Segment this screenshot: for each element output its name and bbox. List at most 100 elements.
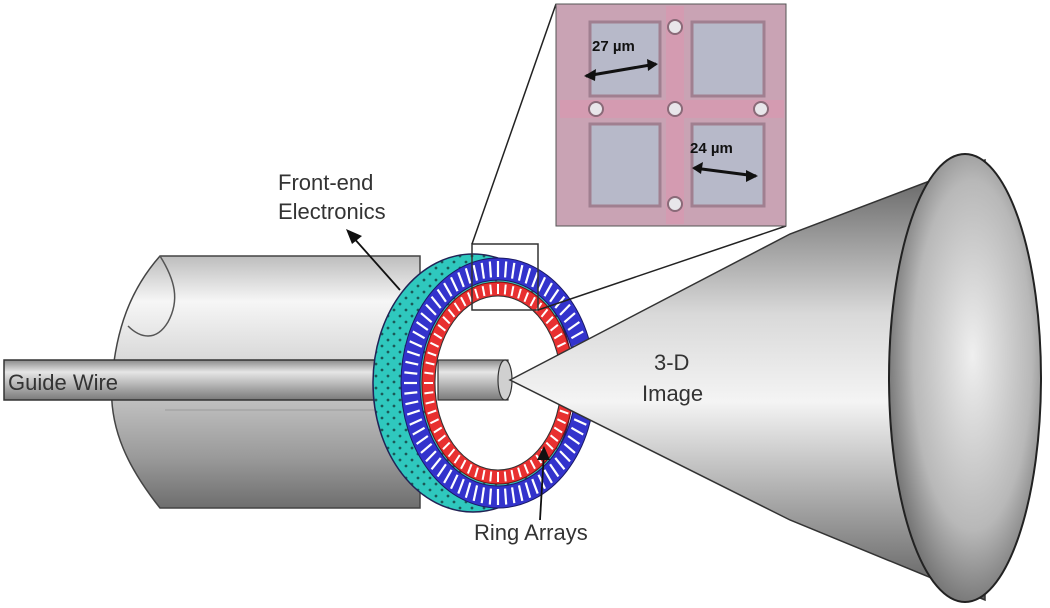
array-element	[466, 463, 473, 474]
array-element	[437, 434, 447, 442]
array-element	[457, 478, 465, 494]
array-element	[464, 268, 472, 284]
array-element	[412, 330, 426, 340]
inset-source-box	[471, 243, 539, 311]
array-element	[415, 321, 429, 331]
array-element	[433, 426, 443, 434]
array-element	[503, 261, 508, 278]
array-element	[409, 340, 423, 348]
array-element	[406, 409, 421, 416]
array-element	[450, 276, 459, 292]
array-element	[443, 282, 453, 297]
inner-ring-elements	[424, 284, 572, 482]
array-element	[540, 308, 549, 318]
array-element	[405, 400, 419, 406]
dimension-label-a: 27 µm	[592, 38, 635, 55]
array-element	[529, 459, 536, 470]
array-element	[549, 463, 560, 478]
array-element	[425, 361, 435, 366]
array-element	[523, 463, 530, 474]
array-element	[517, 264, 524, 281]
front-end-label-line1: Front-end	[278, 170, 373, 195]
array-element	[524, 482, 532, 498]
inner-ring-array	[421, 281, 575, 485]
array-element	[529, 296, 536, 307]
array-element	[543, 282, 553, 297]
dimension-arrow-b	[693, 166, 757, 178]
array-element	[430, 296, 442, 309]
array-element	[404, 371, 418, 375]
array-element	[442, 441, 451, 450]
array-element	[420, 442, 433, 454]
array-element	[489, 471, 493, 482]
array-element	[429, 341, 440, 348]
array-element	[480, 262, 486, 279]
array-element	[553, 332, 563, 340]
array-element	[567, 435, 581, 445]
array-element	[503, 284, 507, 295]
array-element	[545, 316, 554, 325]
array-element	[447, 448, 456, 458]
dimension-arrowheads-a	[584, 59, 658, 81]
array-element	[430, 457, 442, 470]
array-element	[531, 272, 539, 288]
inset-connector-line	[537, 225, 787, 311]
dimension-arrow-a	[585, 62, 657, 78]
ring-arrays-pointer-head	[537, 446, 550, 460]
array-element	[517, 288, 522, 299]
array-element	[425, 400, 435, 405]
array-element	[559, 303, 571, 316]
outer-ring-array	[400, 257, 596, 509]
array-element	[460, 459, 467, 470]
array-element	[517, 485, 524, 502]
array-element	[556, 418, 567, 425]
inset-connector-line	[471, 3, 557, 245]
array-element	[453, 302, 461, 312]
array-element	[543, 469, 553, 484]
array-element	[537, 276, 546, 292]
array-element	[545, 441, 554, 450]
array-element	[531, 478, 539, 494]
outer-ring-elements	[404, 261, 592, 505]
guide-wire-tip	[437, 359, 509, 401]
array-element	[474, 288, 479, 299]
ring-arrays-pointer	[539, 451, 545, 521]
array-element	[436, 463, 447, 478]
array-element	[427, 409, 437, 415]
array-element	[457, 272, 465, 288]
array-element	[563, 312, 576, 324]
array-element	[570, 330, 584, 340]
array-element	[549, 288, 560, 303]
array-element	[567, 321, 581, 331]
image-label-line2: Image	[642, 381, 703, 406]
array-element	[415, 435, 429, 445]
dimension-label-b: 24 µm	[690, 140, 733, 157]
array-element	[453, 454, 461, 464]
array-element	[573, 418, 587, 426]
array-element	[553, 426, 563, 434]
array-element	[409, 418, 423, 426]
array-element	[559, 450, 571, 463]
array-element	[510, 469, 515, 481]
array-element	[570, 426, 584, 436]
array-element	[510, 262, 516, 279]
array-element	[549, 434, 559, 442]
array-element	[556, 341, 567, 348]
array-element	[524, 268, 532, 284]
array-element	[510, 487, 516, 504]
array-element	[474, 467, 479, 478]
image-label-line1: 3-D	[654, 350, 689, 375]
array-element	[424, 391, 434, 395]
array-element	[460, 296, 467, 307]
micrograph-inset: 27 µm 24 µm	[555, 3, 787, 227]
imaging-cone	[508, 153, 1042, 603]
array-element	[488, 488, 493, 505]
array-element	[549, 324, 559, 332]
array-element	[425, 303, 437, 316]
array-element	[443, 469, 453, 484]
guide-wire-label: Guide Wire	[8, 370, 118, 395]
array-element	[412, 426, 426, 436]
array-element	[489, 284, 493, 295]
transducer-element-grid	[560, 6, 784, 224]
